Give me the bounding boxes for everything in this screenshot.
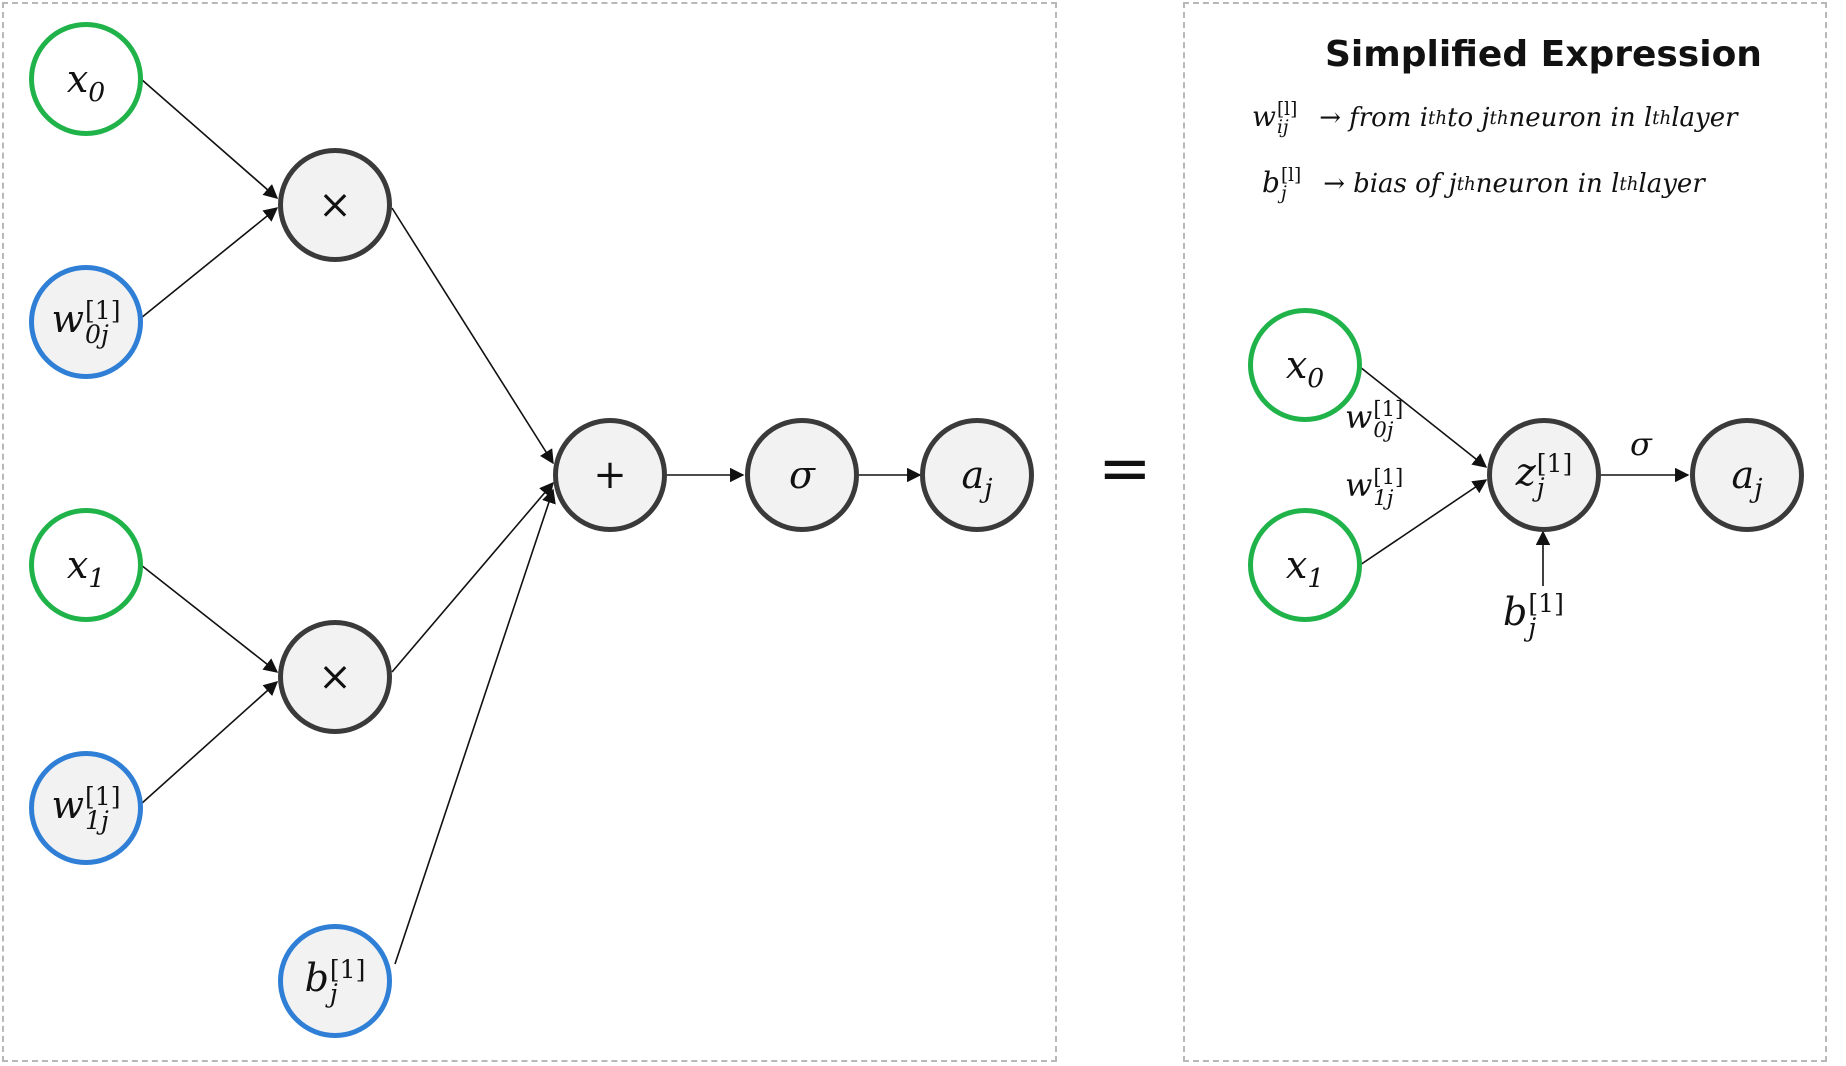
- right-node-a: aj: [1690, 418, 1804, 532]
- node-x1: x1: [29, 508, 143, 622]
- node-plus: +: [553, 418, 667, 532]
- edge-w0-to-mul-top: [140, 207, 279, 319]
- edge-mul-bottom-to-plus: [391, 481, 554, 673]
- right-panel: [1183, 2, 1827, 1062]
- edge-bias-to-plus: [394, 488, 556, 965]
- node-activation-a: aj: [920, 418, 1034, 532]
- edge-w1-to-mul-bottom: [140, 681, 279, 805]
- equals-sign: =: [1098, 432, 1152, 506]
- edge-mul-top-to-plus: [391, 207, 554, 465]
- edge-x0-to-mul-top: [140, 78, 279, 199]
- right-node-x1: x1: [1248, 508, 1362, 622]
- node-w1j: w[1]1j: [29, 751, 143, 865]
- node-x0: x0: [29, 22, 143, 136]
- right-node-z: z[1]j: [1487, 418, 1601, 532]
- right-node-x0: x0: [1248, 308, 1362, 422]
- panel-title: Simplified Expression: [1325, 34, 1762, 75]
- node-bias: b[1]j: [278, 924, 392, 1038]
- node-w0j: w[1]0j: [29, 265, 143, 379]
- edge-x1-to-mul-bottom: [140, 564, 279, 673]
- edge-label-w1j: w[1]1j: [1345, 464, 1404, 510]
- right-bias-label: b[1]j: [1503, 588, 1564, 642]
- left-panel: [2, 2, 1057, 1062]
- node-multiply-bottom: ×: [278, 620, 392, 734]
- edge-right-x0-to-z: [1359, 366, 1488, 468]
- edge-right-x1-to-z: [1359, 479, 1488, 566]
- edge-label-w0j: w[1]0j: [1345, 396, 1404, 442]
- node-sigma: σ: [745, 418, 859, 532]
- edge-label-sigma: σ: [1630, 425, 1652, 463]
- node-multiply-top: ×: [278, 148, 392, 262]
